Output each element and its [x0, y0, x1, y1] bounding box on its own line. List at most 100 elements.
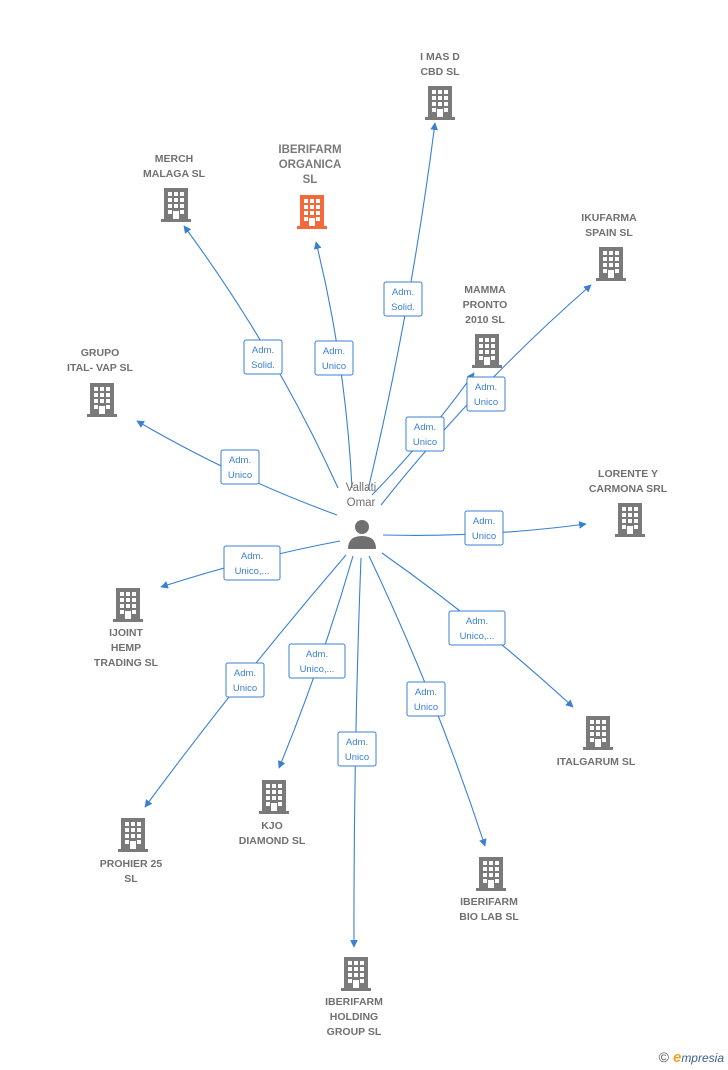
company-node-grupo-ital-vap[interactable]: GRUPO ITAL- VAP SL: [67, 347, 134, 417]
edge-label-iberifarm-organica[interactable]: Adm.Unico: [314, 340, 354, 376]
company-node-ikufarma-spain[interactable]: IKUFARMA SPAIN SL: [581, 212, 637, 281]
company-name-line: ITALGARUM SL: [557, 756, 636, 768]
edge-label-text: Adm.: [229, 455, 251, 466]
edge-label-box: [405, 416, 445, 452]
edge-label-text: Unico,...: [300, 664, 335, 675]
company-name-line: KJO: [261, 820, 283, 832]
company-node-prohier-25[interactable]: PROHIER 25 SL: [100, 818, 163, 885]
edge-label-text: Adm.: [252, 345, 274, 356]
edge-label-text: Unico,...: [235, 566, 270, 577]
company-node-lorente-carmona[interactable]: LORENTE Y CARMONA SRL: [589, 468, 668, 537]
nodes-layer: I MAS D CBD SL MERCH MALAGA SL IBERIFARM ORGA…: [67, 51, 668, 1038]
edges-layer: [136, 122, 592, 948]
edge-label-ikufarma-spain[interactable]: Adm.Unico: [466, 376, 506, 412]
edge-label-text: Adm.: [323, 346, 345, 357]
building-icon: [113, 588, 143, 622]
edge-label-box: [448, 610, 506, 646]
edge-label-text: Solid.: [391, 302, 415, 313]
company-name-line: HOLDING: [330, 1011, 378, 1023]
edge-label-box: [464, 510, 504, 546]
center-name-line1: Vallati: [346, 482, 376, 494]
edge-label-text: Adm.: [306, 649, 328, 660]
edge-label-text: Adm.: [415, 687, 437, 698]
building-icon: [615, 503, 645, 537]
company-name-line: LORENTE Y: [598, 468, 658, 480]
company-name-line: GROUP SL: [327, 1026, 382, 1038]
company-name-line: PROHIER 25: [100, 858, 163, 870]
building-icon: [341, 957, 371, 991]
edge-label-ijoint-hemp[interactable]: Adm. Unico,...: [223, 545, 281, 581]
edge-label-text: Unico: [413, 437, 437, 448]
company-name-line: I MAS D: [420, 51, 460, 63]
empresia-logo: ©empresia: [659, 1049, 724, 1066]
company-name-line: 2010 SL: [465, 314, 505, 326]
building-icon: [596, 247, 626, 281]
company-name-line: CARMONA SRL: [589, 483, 668, 495]
company-name-line: SPAIN SL: [585, 227, 633, 239]
edge-label-text: Unico,...: [460, 631, 495, 642]
edge-label-box: [223, 545, 281, 581]
company-name-line: ORGANICA: [279, 159, 342, 171]
edge-label-box: [337, 731, 377, 767]
company-node-i-mas-d[interactable]: I MAS D CBD SL: [420, 51, 460, 120]
company-name-line: MERCH: [155, 153, 194, 165]
company-node-merch-malaga[interactable]: MERCH MALAGA SL: [143, 153, 206, 222]
edge-label-box: [225, 662, 265, 698]
company-name-line: ITAL- VAP SL: [67, 362, 134, 374]
edge-label-box: [220, 449, 260, 485]
edge-label-text: Unico: [472, 531, 496, 542]
edge-label-box: [383, 281, 423, 317]
edge-labels-layer: Adm.Solid.Adm.Solid.Adm.UnicoAdm.UnicoAd…: [220, 281, 506, 767]
edge-label-i-mas-d[interactable]: Adm.Solid.: [383, 281, 423, 317]
building-icon: [87, 383, 117, 417]
company-name-line: IJOINT: [109, 627, 143, 639]
edge-label-box: [466, 376, 506, 412]
edge-label-text: Adm.: [473, 516, 495, 527]
company-name-line: IBERIFARM: [460, 896, 518, 908]
edge-label-italgarum[interactable]: Adm.Unico,...: [448, 610, 506, 646]
edge-label-text: Solid.: [251, 360, 275, 371]
edge-label-merch-malaga[interactable]: Adm. Solid.: [243, 339, 283, 375]
person-icon: [348, 520, 376, 549]
building-icon: [476, 857, 506, 891]
brand-name: mpresia: [681, 1051, 724, 1065]
center-person[interactable]: Vallati Omar: [346, 482, 376, 549]
company-name-line: MALAGA SL: [143, 168, 206, 180]
company-name-line: IBERIFARM: [278, 144, 341, 156]
edge-label-grupo-ital-vap[interactable]: Adm. Unico: [220, 449, 260, 485]
company-node-mamma-pronto[interactable]: MAMMA PRONTO 2010 SL: [463, 284, 508, 368]
brand-initial: e: [672, 1049, 682, 1066]
edge-label-text: Adm.: [346, 737, 368, 748]
edge-label-text: Unico: [228, 470, 252, 481]
building-icon: [472, 334, 502, 368]
edge-label-mamma-pronto[interactable]: Adm.Unico: [405, 416, 445, 452]
company-name-line: HEMP: [111, 642, 141, 654]
building-icon: [161, 188, 191, 222]
company-name-line: GRUPO: [81, 347, 120, 359]
building-icon: [259, 780, 289, 814]
edge-label-kjo-diamond[interactable]: Adm. Unico,...: [288, 643, 346, 679]
company-node-ijoint-hemp[interactable]: IJOINT HEMP TRADING SL: [94, 588, 159, 669]
edge-label-lorente-carmona[interactable]: Adm. Unico: [464, 510, 504, 546]
building-icon: [425, 86, 455, 120]
company-name-line: TRADING SL: [94, 657, 159, 669]
building-icon: [297, 195, 327, 229]
edge-label-iberifarm-bio-lab[interactable]: Adm.Unico: [406, 681, 446, 717]
company-name-line: CBD SL: [420, 66, 460, 78]
edge-label-text: Adm.: [241, 551, 263, 562]
edge-label-text: Adm.: [234, 668, 256, 679]
edge-label-prohier-25[interactable]: Adm.Unico: [225, 662, 265, 698]
company-name-line: IKUFARMA: [581, 212, 637, 224]
company-node-italgarum[interactable]: ITALGARUM SL: [557, 716, 636, 768]
building-icon: [583, 716, 613, 750]
company-name-line: PRONTO: [463, 299, 508, 311]
company-name-line: SL: [124, 873, 138, 885]
edge-label-text: Adm.: [475, 382, 497, 393]
company-name-line: MAMMA: [464, 284, 506, 296]
edge-label-iberifarm-holding[interactable]: Adm.Unico: [337, 731, 377, 767]
